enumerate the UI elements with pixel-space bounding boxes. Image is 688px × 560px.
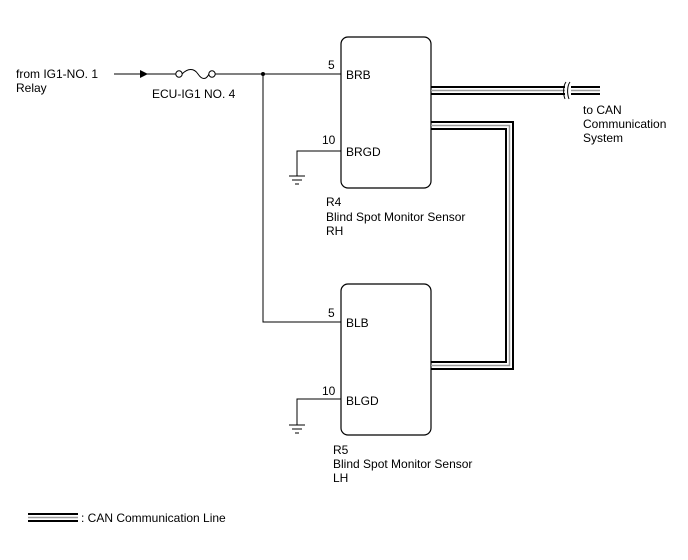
component-name-r5: Blind Spot Monitor Sensor <box>333 457 472 471</box>
can-destination-line2: Communication <box>583 117 666 131</box>
component-side-r4: RH <box>326 224 343 238</box>
pin-number: 10 <box>322 384 336 398</box>
ground-icon <box>289 398 341 434</box>
component-id-r5: R5 <box>333 443 349 457</box>
component-name-r4: Blind Spot Monitor Sensor <box>326 210 465 224</box>
pin-name: BLGD <box>346 394 379 408</box>
source-label-line1: from IG1-NO. 1 <box>16 67 98 81</box>
pin-number: 10 <box>322 133 336 147</box>
pin-name: BRB <box>346 68 371 82</box>
can-destination-line1: to CAN <box>583 103 622 117</box>
component-box-r5 <box>340 283 432 436</box>
source-label-line2: Relay <box>16 81 47 95</box>
break-mark-icon <box>563 81 567 100</box>
ground-icon <box>289 150 341 185</box>
fuse-icon <box>175 69 216 79</box>
legend-label: : CAN Communication Line <box>81 511 226 525</box>
pin-name: BLB <box>346 316 369 330</box>
pin-name: BRGD <box>346 145 381 159</box>
pin-number: 5 <box>328 58 335 72</box>
power-wire <box>114 70 176 78</box>
component-id-r4: R4 <box>326 195 342 209</box>
arrow-icon <box>140 70 148 78</box>
fuse-label: ECU-IG1 NO. 4 <box>152 87 236 101</box>
can-line-r4-r5 <box>431 121 514 370</box>
can-destination-line3: System <box>583 131 623 145</box>
component-box-r4 <box>340 36 432 189</box>
component-side-r5: LH <box>333 471 348 485</box>
can-line-external <box>431 81 600 100</box>
wire-to-blb <box>262 74 341 323</box>
pin-number: 5 <box>328 306 335 320</box>
legend-can-line-icon <box>28 513 78 522</box>
